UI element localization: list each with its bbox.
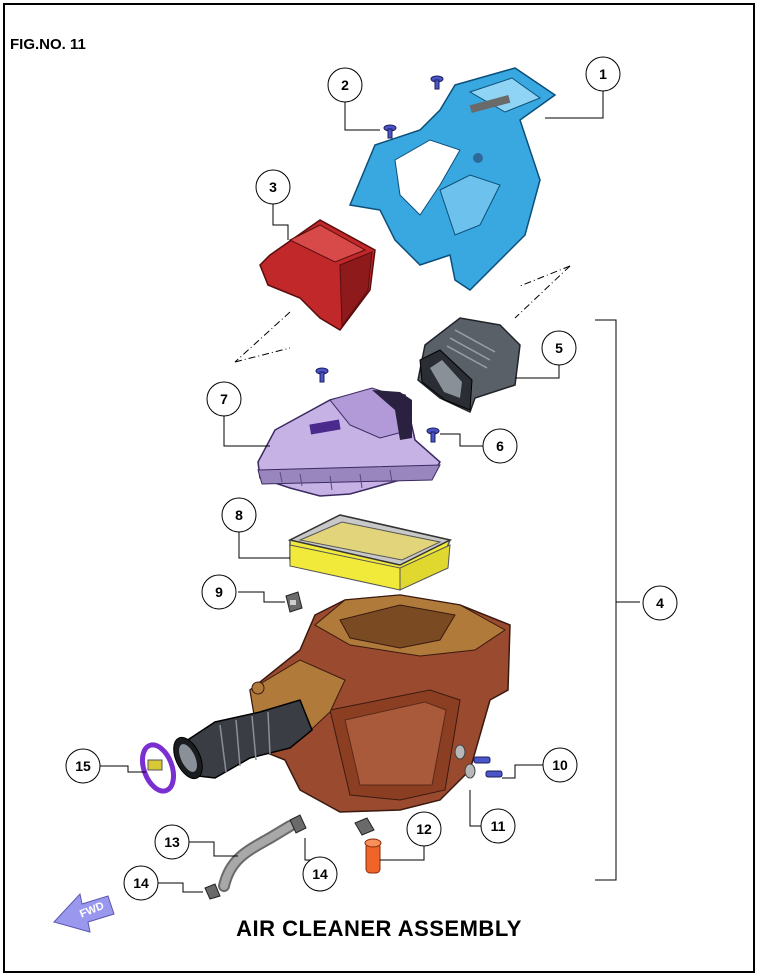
callout-10: 10 — [542, 747, 578, 783]
part-15-hose-clamp — [139, 742, 177, 794]
callout-circle — [642, 585, 678, 621]
callout-circle — [206, 381, 242, 417]
callout-circle — [201, 574, 237, 610]
callout-number: 8 — [235, 507, 243, 523]
part-10-bolts — [473, 756, 503, 778]
callout-2: 2 — [327, 67, 363, 103]
callout-number: 5 — [555, 340, 563, 356]
part-14-hose-clips — [204, 814, 375, 900]
part-5-intake-duct — [417, 317, 521, 414]
callout-number: 4 — [656, 595, 664, 611]
part-3-side-cover — [259, 219, 376, 331]
callout-circle — [221, 497, 257, 533]
callout-number: 6 — [496, 438, 504, 454]
callout-number: 15 — [75, 758, 91, 774]
alignment-guide-lines — [234, 265, 571, 363]
lid-screw — [315, 367, 329, 383]
part-1-upper-cover — [348, 67, 557, 291]
callout-circle — [542, 747, 578, 783]
assembly-title: AIR CLEANER ASSEMBLY — [236, 916, 522, 941]
callout-5: 5 — [541, 330, 577, 366]
callout-14: 14 — [123, 865, 159, 901]
callout-6: 6 — [482, 428, 518, 464]
callout-circle — [154, 824, 190, 860]
leader-lines — [98, 88, 604, 893]
drawing-frame — [3, 3, 755, 973]
callout-circle — [480, 808, 516, 844]
callout-13: 13 — [154, 824, 190, 860]
callout-number: 14 — [312, 866, 328, 882]
part-8-filter-element — [287, 514, 453, 591]
callout-number: 9 — [215, 584, 223, 600]
part-7-cleaner-lid — [257, 387, 441, 497]
callout-7: 7 — [206, 381, 242, 417]
callout-4: 4 — [642, 585, 678, 621]
callout-number: 7 — [220, 391, 228, 407]
part-4-bracket — [595, 319, 640, 881]
callout-14: 14 — [302, 856, 338, 892]
callout-number: 3 — [269, 179, 277, 195]
callout-1: 1 — [585, 56, 621, 92]
callout-circle — [327, 67, 363, 103]
part-9-clip — [285, 591, 303, 613]
callout-number: 11 — [491, 818, 506, 834]
callout-8: 8 — [221, 497, 257, 533]
intake-tube — [173, 699, 313, 780]
callout-3: 3 — [255, 169, 291, 205]
callout-circle — [585, 56, 621, 92]
part-6-screw — [426, 427, 440, 443]
callout-circle — [123, 865, 159, 901]
callout-circle — [302, 856, 338, 892]
callout-number: 14 — [133, 875, 149, 891]
callout-11: 11 — [480, 808, 516, 844]
part-13-breather-hose — [218, 820, 296, 892]
callout-number: 13 — [164, 834, 180, 850]
callout-circle — [482, 428, 518, 464]
callout-12: 12 — [406, 811, 442, 847]
callout-circle — [65, 748, 101, 784]
part-11-washers — [454, 744, 476, 779]
callout-circle — [255, 169, 291, 205]
callout-15: 15 — [65, 748, 101, 784]
callout-circle — [541, 330, 577, 366]
callout-circle — [406, 811, 442, 847]
callout-number: 2 — [341, 77, 349, 93]
callout-number: 1 — [599, 66, 607, 82]
part-2-screws — [383, 75, 444, 139]
forward-direction-arrow: FWD — [53, 892, 115, 933]
callout-number: 12 — [416, 821, 432, 837]
part-12-drain-plug — [364, 838, 382, 874]
callout-number: 10 — [552, 757, 568, 773]
figure-number: FIG.NO. 11 — [10, 36, 86, 53]
callout-9: 9 — [201, 574, 237, 610]
